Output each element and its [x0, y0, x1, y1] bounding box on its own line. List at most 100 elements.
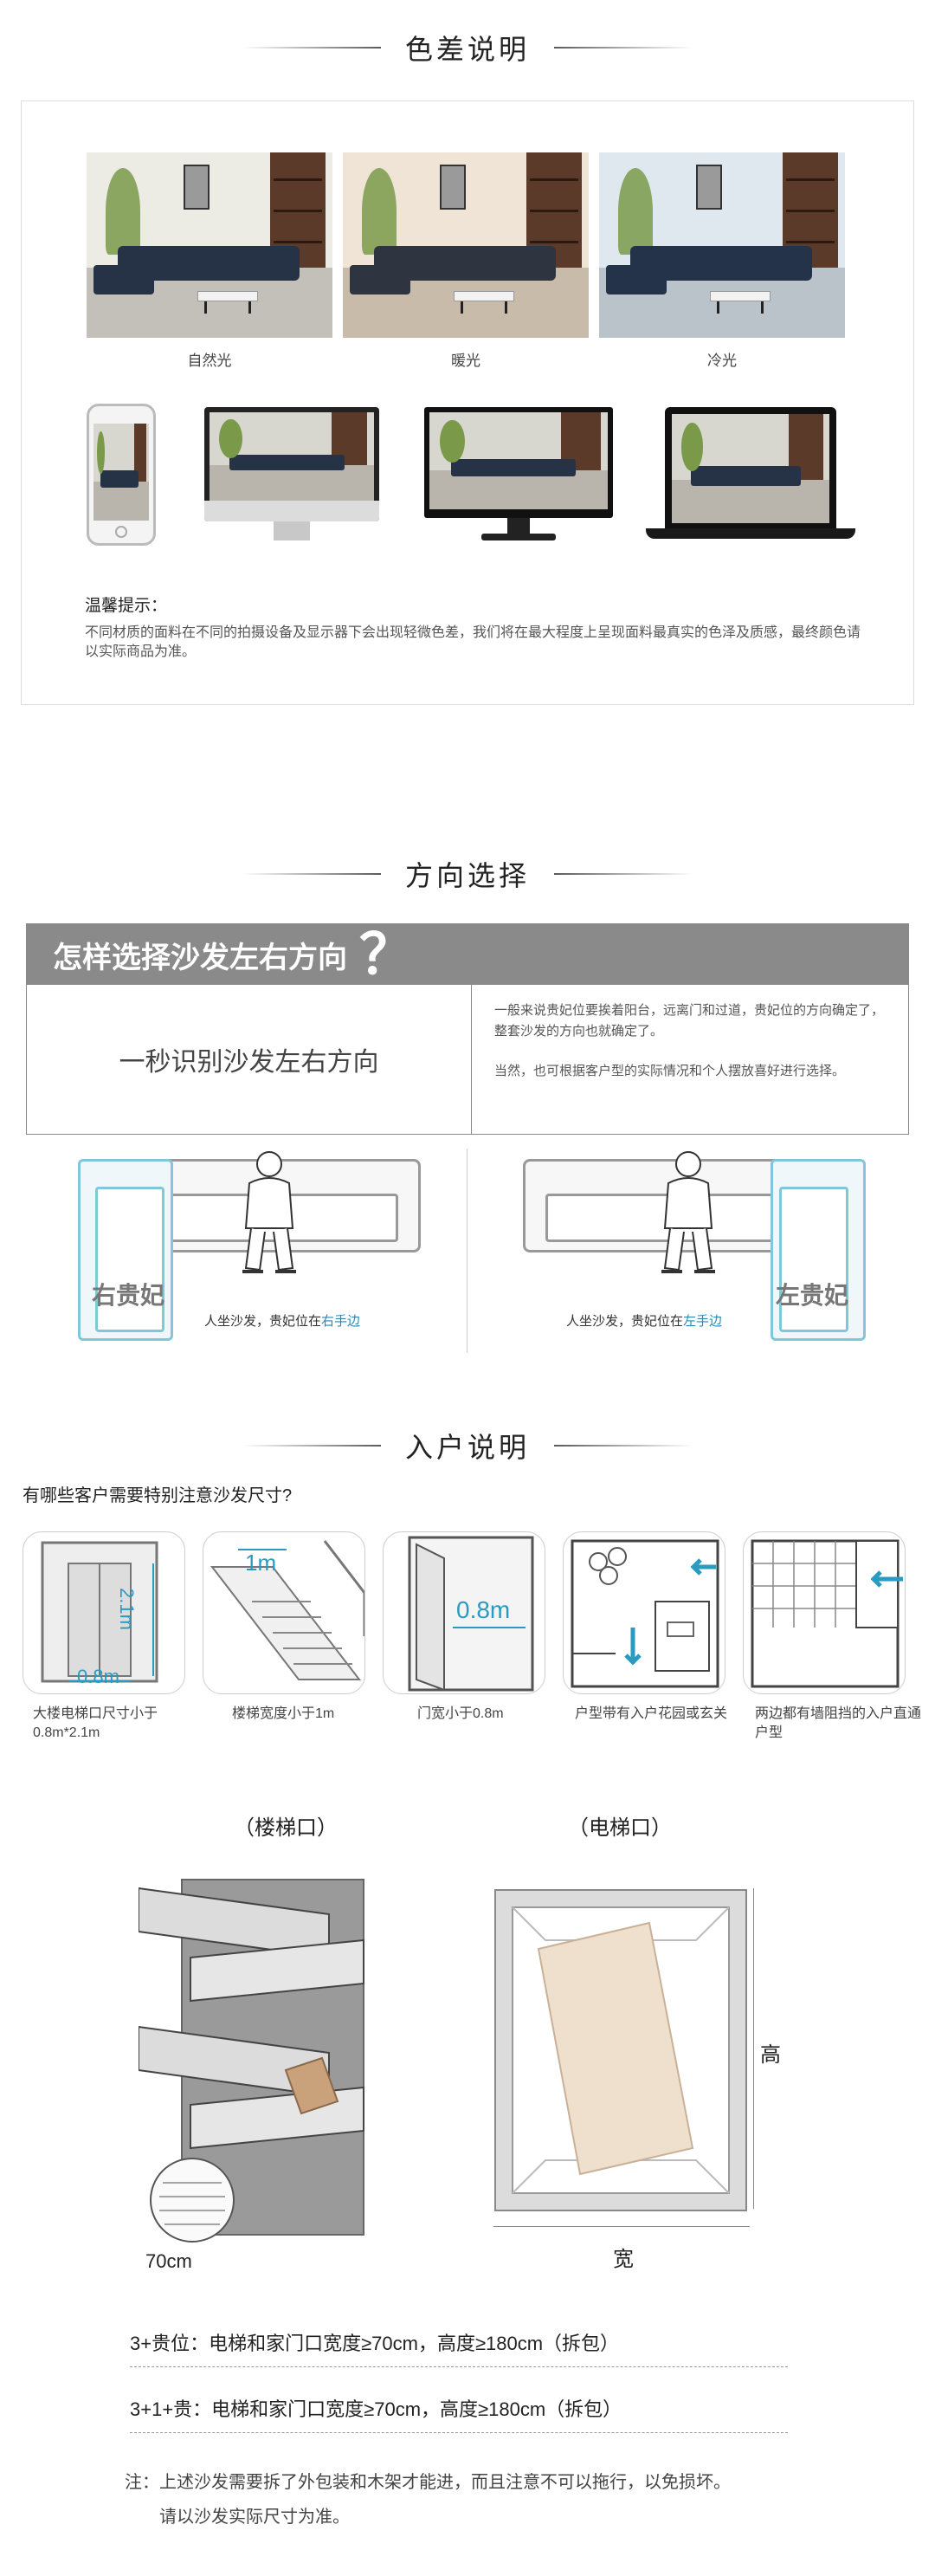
walled-entry-card — [743, 1531, 906, 1694]
section-title-text: 方向选择 — [404, 859, 530, 892]
room-label: 暖光 — [451, 353, 480, 369]
elevator-illustration — [494, 1889, 747, 2211]
wall-picture — [440, 165, 466, 210]
elevator-icon — [41, 1541, 158, 1683]
diagram-divider — [467, 1149, 468, 1353]
imac-stand — [274, 521, 310, 540]
card-label: 户型带有入户花园或玄关 — [575, 1706, 728, 1721]
section-title-direction: 方向选择 — [0, 852, 935, 896]
imac-device — [204, 407, 379, 546]
stairwell-illustration — [139, 1879, 364, 2243]
stairwell-title: （楼梯口） — [234, 1816, 338, 1840]
wall-picture — [184, 165, 210, 210]
imac-screen — [210, 412, 374, 501]
entry-garden-card — [563, 1531, 725, 1694]
title-line-right — [554, 47, 693, 49]
laptop-base — [646, 528, 855, 539]
monitor-neck — [507, 518, 530, 535]
caption-highlight: 右手边 — [321, 1314, 361, 1329]
table-legs — [461, 301, 507, 314]
title-line-left — [242, 47, 381, 49]
seated-person-icon — [661, 1151, 715, 1273]
elevator-title: （电梯口） — [568, 1816, 672, 1840]
wall-picture — [696, 165, 722, 210]
floorplan-garden-icon — [571, 1539, 719, 1688]
footnote-line: 注：上述沙发需要拆了外包装和木架才能进，而且注意不可以拖行，以免损坏。 — [125, 2473, 731, 2492]
elevator-width-label: 宽 — [613, 2248, 634, 2271]
direction-paragraph: 当然，也可根据客户型的实际情况和个人摆放喜好进行选择。 — [494, 1064, 846, 1078]
sofa — [118, 246, 300, 281]
direction-explanation: 一般来说贵妃位要挨着阳台，远离门和过道，贵妃位的方向确定了，整套沙发的方向也就确… — [494, 1000, 893, 1082]
title-line-right — [554, 1445, 693, 1447]
chaise-seat — [779, 1187, 848, 1332]
direction-slogan: 一秒识别沙发左右方向 — [27, 985, 472, 1134]
table-legs — [717, 301, 764, 314]
tip-text: 不同材质的面料在不同的拍摄设备及显示器下会出现轻微色差，我们将在最大程度上呈现面… — [85, 625, 861, 659]
stairs-icon — [210, 1540, 364, 1680]
room-photo-warm — [343, 152, 589, 338]
section-title-entry: 入户说明 — [0, 1424, 935, 1467]
home-button-icon — [115, 526, 127, 538]
tip-title: 温馨提示： — [85, 597, 168, 615]
laptop-device — [646, 407, 855, 549]
room-photo-cool — [599, 152, 845, 338]
chaise-seat — [95, 1187, 164, 1332]
elevator-size-card: 2.1m 0.8m — [23, 1531, 185, 1694]
plant — [106, 168, 140, 255]
table-legs — [204, 301, 251, 314]
door-width-card: 0.8m — [383, 1531, 545, 1694]
width-measure-line — [493, 2226, 750, 2227]
direction-heading: 怎样选择沙发左右方向 — [53, 940, 347, 975]
coffee-table — [197, 291, 258, 301]
sofa — [630, 246, 812, 281]
direction-paragraph: 一般来说贵妃位要挨着阳台，远离门和过道，贵妃位的方向确定了，整套沙发的方向也就确… — [494, 1003, 885, 1039]
card-label: 两边都有墙阻挡的入户直通户型 — [755, 1706, 922, 1740]
monitor-base — [481, 534, 556, 540]
caption-text: 人坐沙发，贵妃位在 — [566, 1314, 684, 1329]
phone-device — [87, 404, 156, 546]
diagram-caption: 人坐沙发，贵妃位在右手边 — [204, 1311, 360, 1330]
plant — [618, 168, 653, 255]
phone-screen — [94, 424, 149, 521]
diagram-caption: 人坐沙发，贵妃位在左手边 — [566, 1311, 722, 1330]
title-line-left — [242, 873, 381, 875]
height-measure-label: 2.1m — [116, 1588, 138, 1630]
room-label: 冷光 — [707, 353, 737, 369]
width-measure-label: 0.8m — [77, 1666, 119, 1687]
door-width-label: 0.8m — [456, 1596, 511, 1623]
caption-text: 人坐沙发，贵妃位在 — [204, 1314, 322, 1329]
plant — [362, 168, 397, 255]
footnote: 注：上述沙发需要拆了外包装和木架才能进，而且注意不可以拖行，以免损坏。 请以沙发… — [125, 2465, 869, 2534]
floorplan-walls-icon — [751, 1539, 903, 1688]
room-photo-natural — [87, 152, 332, 338]
sofa-diagram-right-chaise: 右贵妃 人坐沙发，贵妃位在右手边 — [74, 1151, 455, 1343]
coffee-table — [710, 291, 771, 301]
imac-chin — [204, 501, 379, 521]
card-label: 门宽小于0.8m — [417, 1706, 504, 1721]
door-icon — [408, 1536, 534, 1692]
entry-question: 有哪些客户需要特别注意沙发尺寸? — [23, 1486, 293, 1505]
monitor-screen — [429, 412, 608, 509]
caption-highlight: 左手边 — [683, 1314, 723, 1329]
sofa — [374, 246, 556, 281]
section-title-text: 色差说明 — [404, 33, 530, 66]
sofa-diagram-left-chaise: 左贵妃 人坐沙发，贵妃位在左手边 — [519, 1151, 900, 1343]
title-line-right — [554, 873, 693, 875]
height-measure-line — [753, 1888, 754, 2209]
spec-row: 3+贵位：电梯和家门口宽度≥70cm，高度≥180cm（拆包） — [130, 2328, 788, 2367]
title-line-left — [242, 1445, 381, 1447]
coffee-table — [454, 291, 514, 301]
card-label: 大楼电梯口尺寸小于0.8m*2.1m — [33, 1706, 158, 1740]
stair-width-card: 1m — [203, 1531, 365, 1694]
seated-person-icon — [242, 1151, 296, 1273]
section-title-text: 入户说明 — [404, 1431, 530, 1464]
room-label: 自然光 — [187, 353, 232, 369]
color-difference-panel — [21, 100, 914, 705]
monitor-device — [424, 407, 613, 549]
card-label: 楼梯宽度小于1m — [232, 1706, 335, 1721]
stair-width-label: 1m — [245, 1550, 277, 1576]
laptop-screen — [672, 414, 829, 523]
question-mark-icon: ？ — [359, 923, 415, 986]
spec-row: 3+1+贵：电梯和家门口宽度≥70cm，高度≥180cm（拆包） — [130, 2394, 788, 2433]
elevator-height-label: 高 — [760, 2043, 781, 2067]
